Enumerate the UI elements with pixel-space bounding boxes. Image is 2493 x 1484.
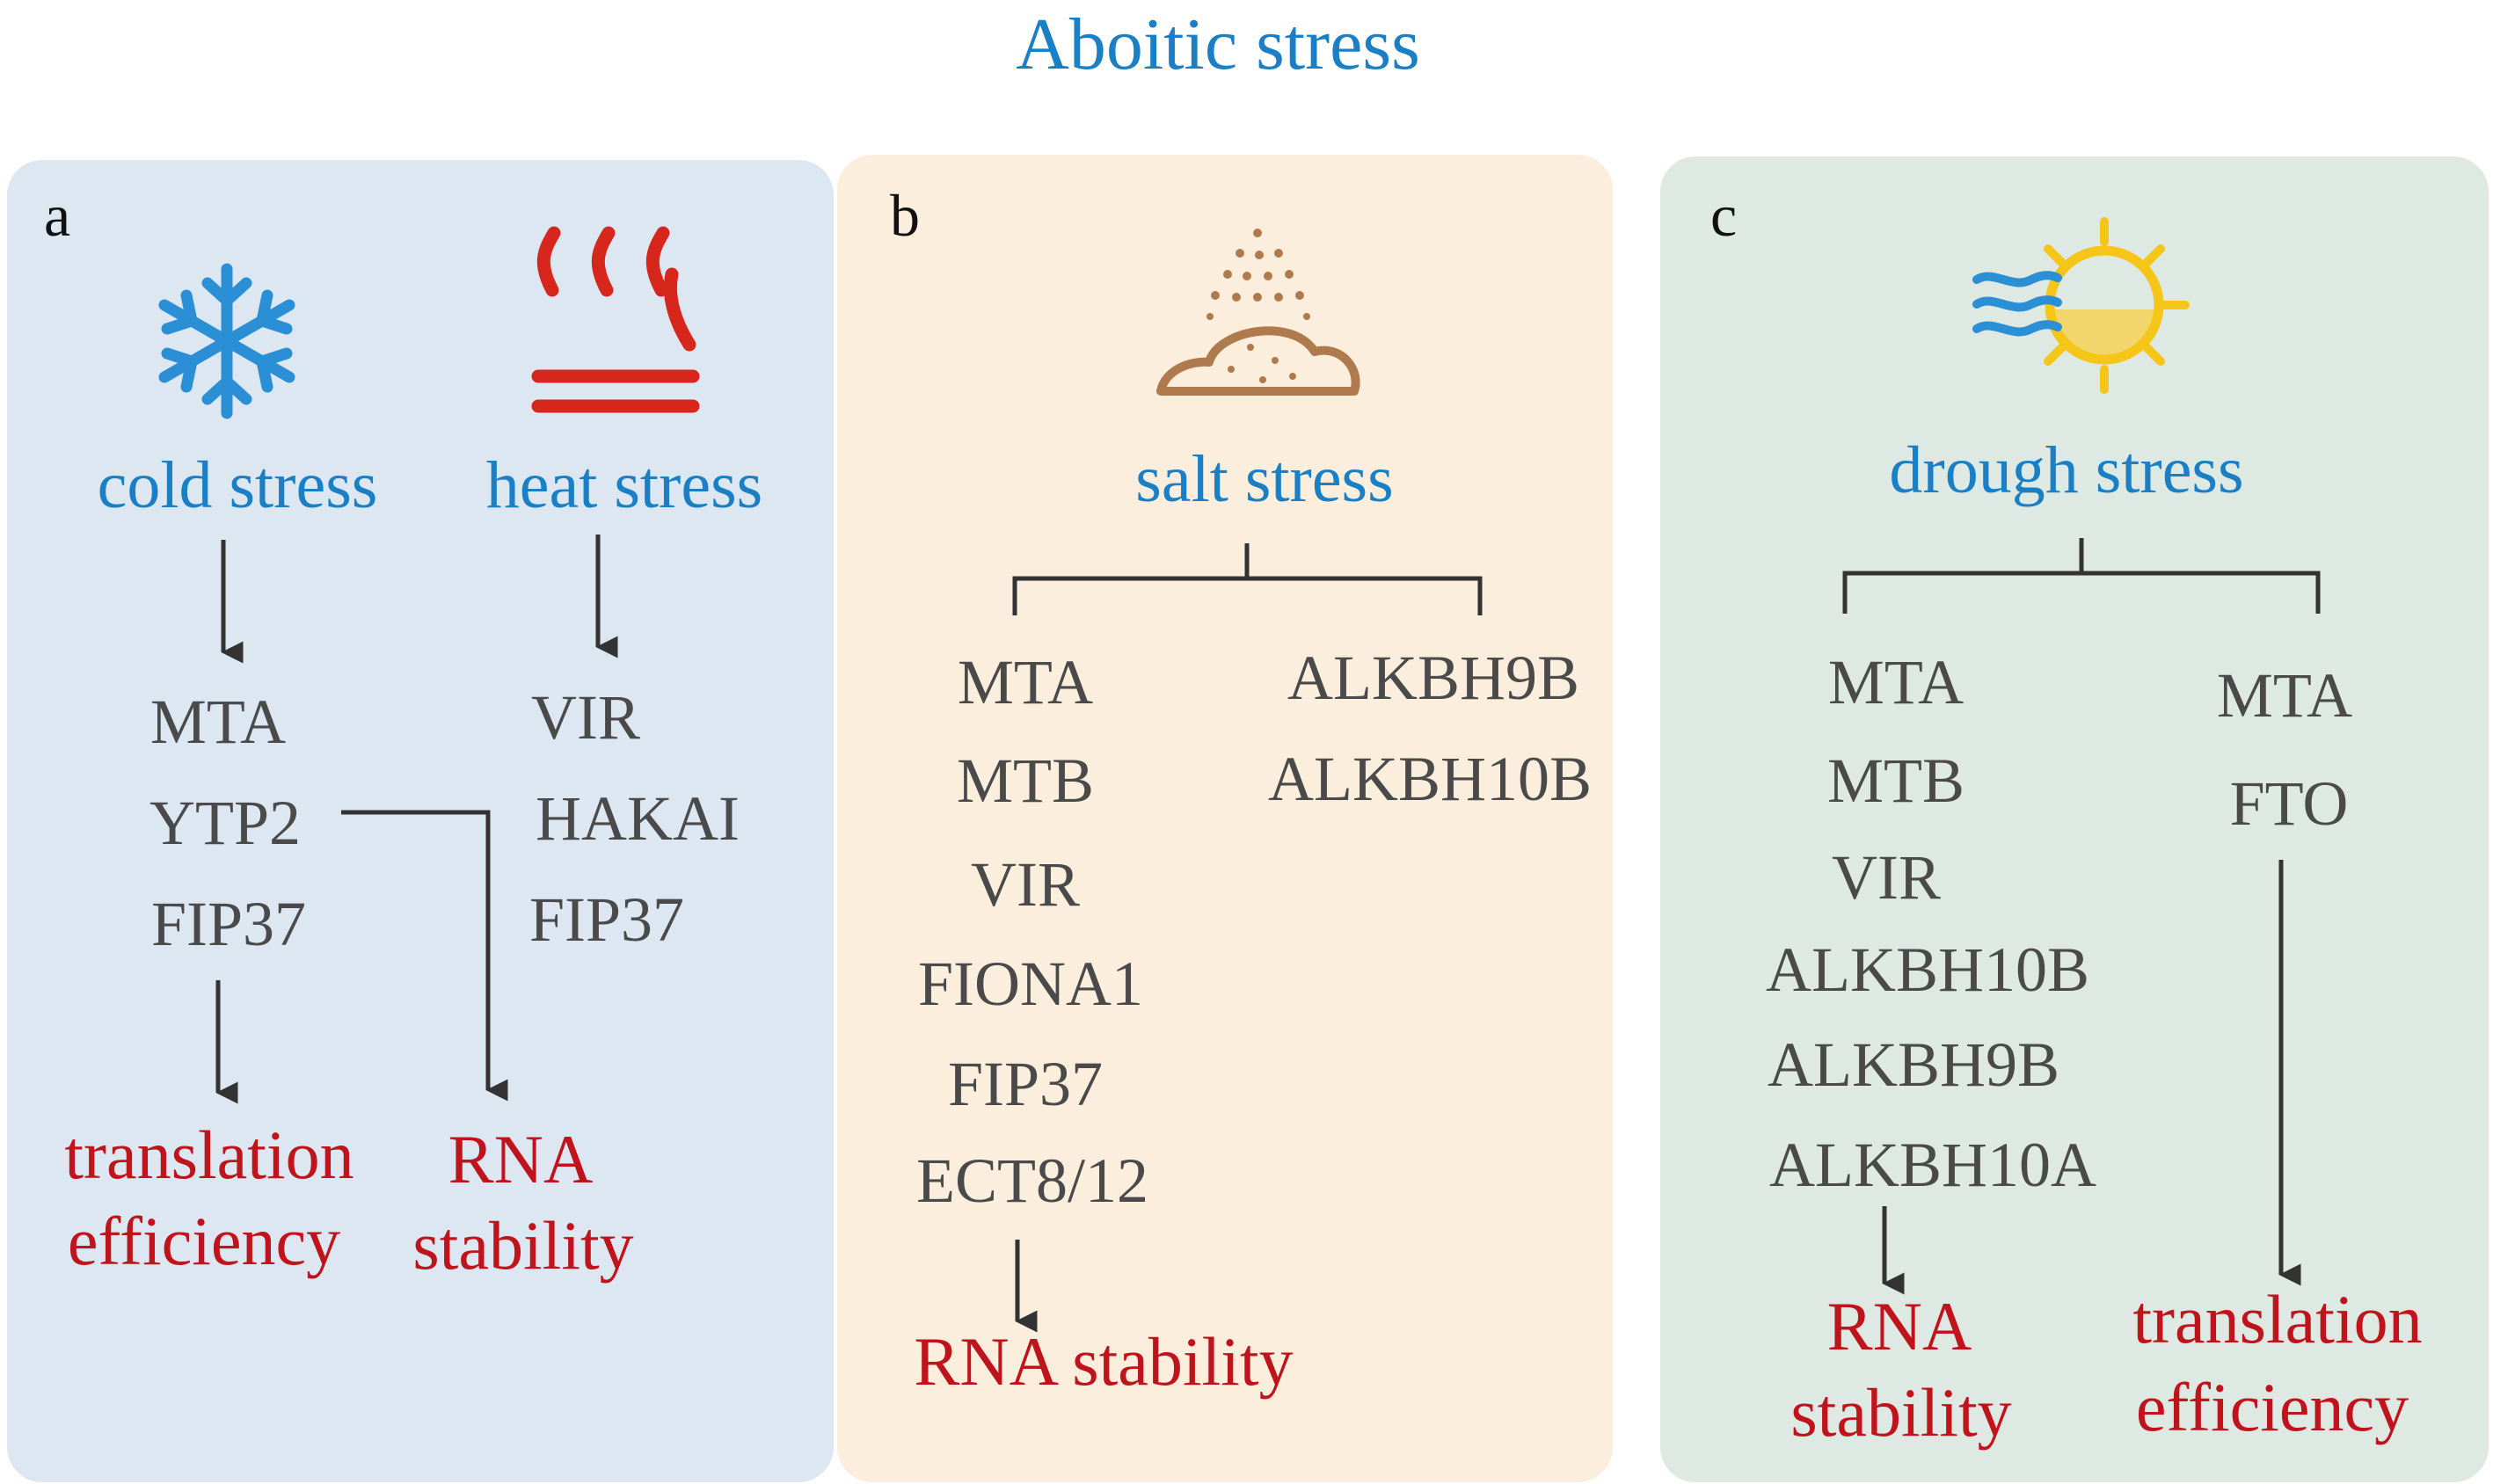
heat-outcome-line1: RNA: [448, 1121, 594, 1197]
salt-gene-alkbh9b: ALKBH9B: [1287, 643, 1579, 713]
salt-outcome: RNA stability: [914, 1323, 1293, 1400]
drought-gene-alkbh10b: ALKBH10B: [1766, 935, 2089, 1005]
drought-left-outcome-line1: RNA: [1827, 1288, 1972, 1364]
drought-right-outcome-line2: efficiency: [2136, 1369, 2409, 1445]
salt-gene-alkbh10b: ALKBH10B: [1268, 744, 1592, 814]
salt-gene-mtb: MTB: [957, 746, 1094, 816]
heat-stress-title: heat stress: [486, 448, 762, 522]
heat-gene-fip37: FIP37: [529, 884, 684, 955]
panel-b-label: b: [890, 182, 920, 249]
sun-wind-icon: [1972, 217, 2190, 394]
panel-c: c drough stress: [1660, 156, 2489, 1482]
panel-b-background: [837, 155, 1613, 1482]
drought-gene-vir: VIR: [1832, 842, 1941, 913]
drought-gene-mtb: MTB: [1827, 746, 1965, 816]
panel-a-label: a: [44, 182, 70, 249]
cold-outcome-line1: translation: [64, 1117, 354, 1193]
panel-a-background: [7, 160, 834, 1482]
salt-gene-vir: VIR: [971, 849, 1080, 920]
drought-stress-title: drough stress: [1889, 433, 2243, 507]
salt-gene-ect8-12: ECT8/12: [916, 1146, 1148, 1216]
drought-gene-mta: MTA: [1828, 647, 1964, 717]
panel-a: a cold stress heat stress MT: [7, 160, 834, 1482]
cold-gene-fip37: FIP37: [151, 889, 306, 959]
salt-gene-fiona1: FIONA1: [918, 949, 1143, 1019]
salt-gene-mta: MTA: [958, 647, 1093, 717]
ytp2-to-rna-stability-arrow: [341, 810, 508, 1102]
cold-gene-ytp2: YTP2: [149, 788, 301, 858]
drought-gene-mta-right: MTA: [2217, 660, 2352, 731]
cold-gene-mta: MTA: [150, 687, 286, 757]
drought-gene-fto: FTO: [2230, 768, 2349, 839]
heat-gene-hakai: HAKAI: [536, 783, 740, 854]
snowflake-icon: [158, 263, 295, 419]
heat-outcome-line2: stability: [412, 1207, 633, 1284]
drought-gene-alkbh10a: ALKBH10A: [1769, 1130, 2096, 1200]
heat-gene-vir: VIR: [531, 682, 640, 753]
salt-pile-icon: [1156, 229, 1360, 396]
panel-b: b salt stress MTA MTB VIR FIONA1 FIP37 E…: [837, 155, 1613, 1482]
panel-c-label: c: [1710, 182, 1737, 249]
salt-bracket: [1012, 543, 1483, 615]
drought-right-outcome-line1: translation: [2132, 1281, 2422, 1357]
salt-stress-title: salt stress: [1135, 442, 1393, 516]
cold-outcome-line2: efficiency: [68, 1203, 340, 1279]
drought-gene-alkbh9b: ALKBH9B: [1768, 1029, 2059, 1100]
diagram-title: Aboitic stress: [1016, 4, 1420, 85]
salt-gene-fip37: FIP37: [948, 1049, 1103, 1119]
heat-waves-icon: [531, 226, 700, 413]
drought-left-outcome-line2: stability: [1790, 1374, 2011, 1451]
cold-stress-title: cold stress: [98, 448, 378, 522]
drought-bracket: [1842, 538, 2321, 614]
